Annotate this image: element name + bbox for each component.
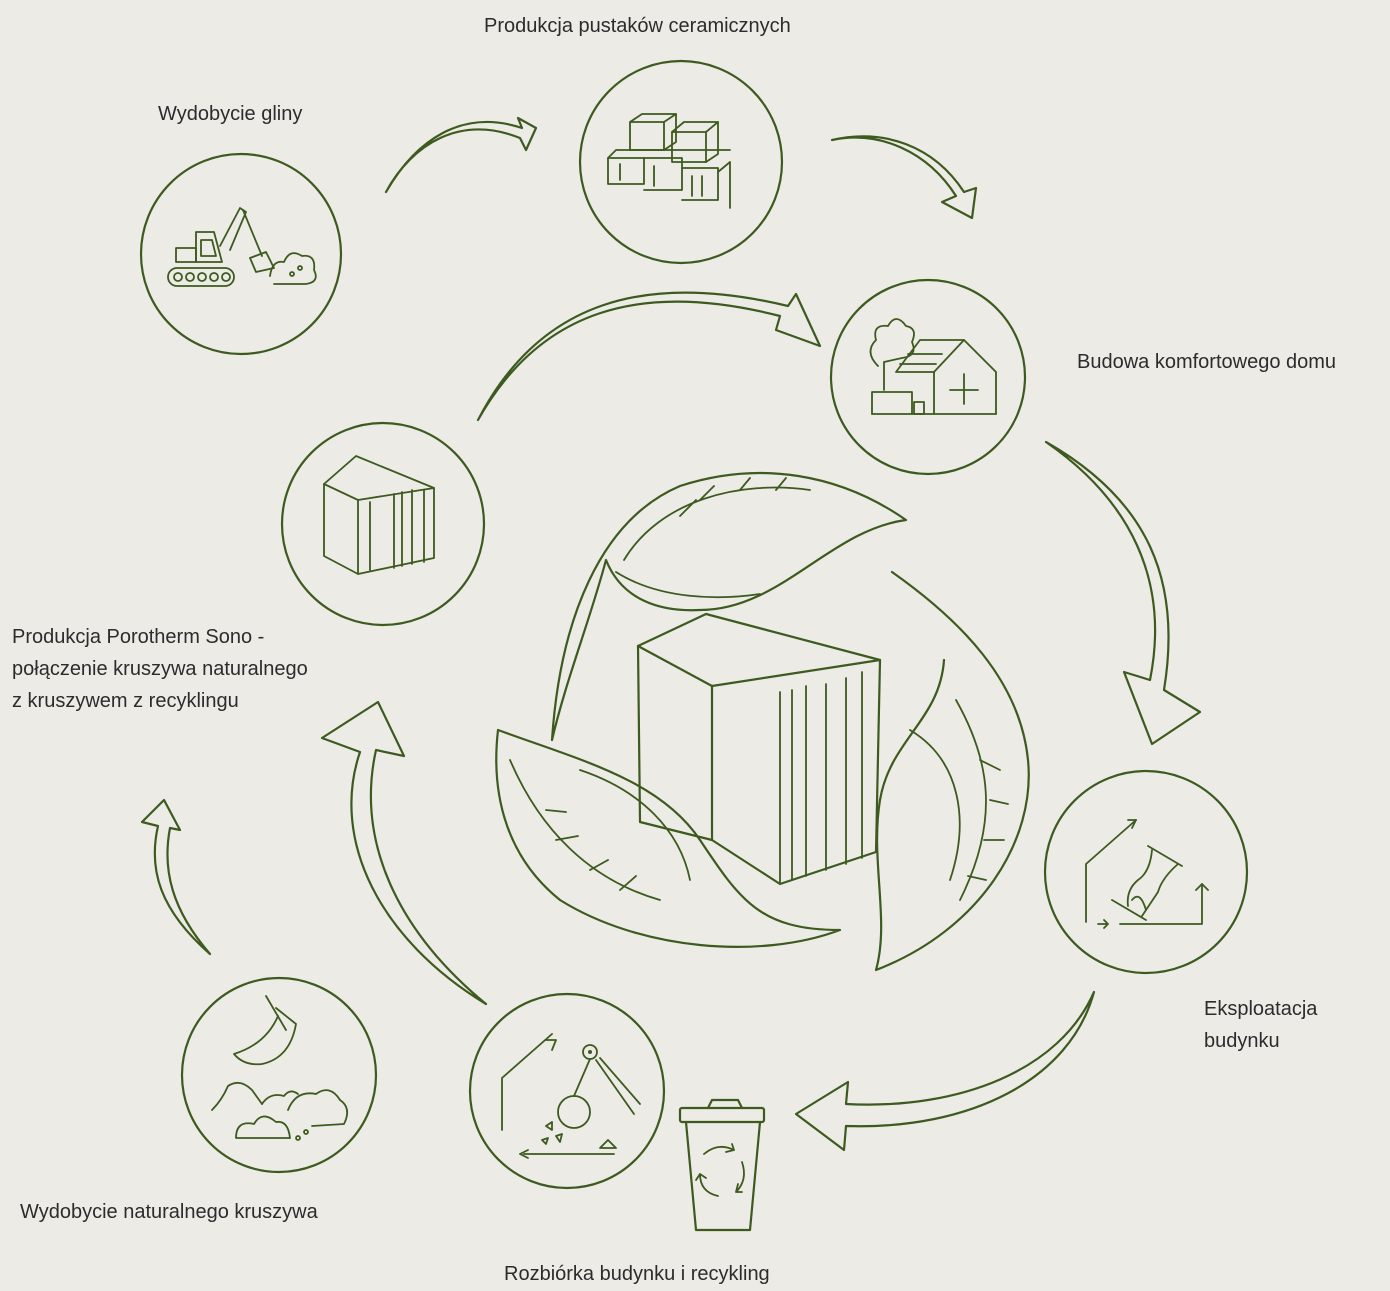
label-demolition-recycling: Rozbiórka budynku i recykling bbox=[504, 1263, 770, 1285]
arrow-sono-to-house bbox=[476, 291, 822, 422]
arrow-aggregate-to-sono bbox=[140, 798, 212, 956]
leaf-cycle-icon bbox=[495, 471, 1030, 972]
label-building-use-line-2: budynku bbox=[1204, 1030, 1280, 1052]
arrow-demolition-to-sono bbox=[320, 700, 488, 1006]
stage-house-construction bbox=[829, 278, 1027, 476]
label-building-use-line-1: Eksploatacja bbox=[1204, 998, 1318, 1020]
recycling-bin-icon bbox=[678, 1098, 766, 1232]
arrow-clay-to-blocks bbox=[384, 116, 538, 194]
arrow-use-to-bin bbox=[794, 990, 1096, 1152]
arrow-house-to-use bbox=[1044, 440, 1202, 746]
stage-demolition-recycling bbox=[468, 992, 666, 1190]
label-porotherm-sono-line-2: połączenie kruszywa naturalnego bbox=[12, 658, 308, 680]
stage-aggregate-extraction bbox=[180, 976, 378, 1174]
bucket-aggregate-icon bbox=[211, 995, 349, 1141]
label-porotherm-sono-line-1: Produkcja Porotherm Sono - bbox=[12, 626, 265, 648]
house-icon bbox=[869, 318, 997, 415]
label-porotherm-sono: Produkcja Porotherm Sono - połączenie kr… bbox=[12, 621, 308, 717]
label-block-production: Produkcja pustaków ceramicznych bbox=[484, 15, 791, 37]
label-porotherm-sono-line-3: z kruszywem z recyklingu bbox=[12, 690, 239, 712]
arrow-blocks-to-house bbox=[830, 135, 978, 220]
wrecking-ball-icon bbox=[501, 1033, 641, 1159]
label-clay-extraction: Wydobycie gliny bbox=[158, 103, 303, 125]
porotherm-block-icon bbox=[323, 455, 435, 575]
excavator-icon bbox=[167, 207, 317, 287]
label-house-construction: Budowa komfortowego domu bbox=[1077, 351, 1337, 373]
stage-building-use bbox=[1043, 769, 1249, 975]
stage-porotherm-sono bbox=[280, 421, 486, 627]
stage-block-production bbox=[578, 59, 784, 265]
label-building-use: Eksploatacja budynku bbox=[1204, 993, 1317, 1057]
brick-stack-icon bbox=[607, 113, 731, 209]
label-aggregate-extraction: Wydobycie naturalnego kruszywa bbox=[20, 1201, 318, 1223]
hourglass-house-icon bbox=[1085, 819, 1209, 929]
stage-clay-extraction bbox=[139, 152, 343, 356]
